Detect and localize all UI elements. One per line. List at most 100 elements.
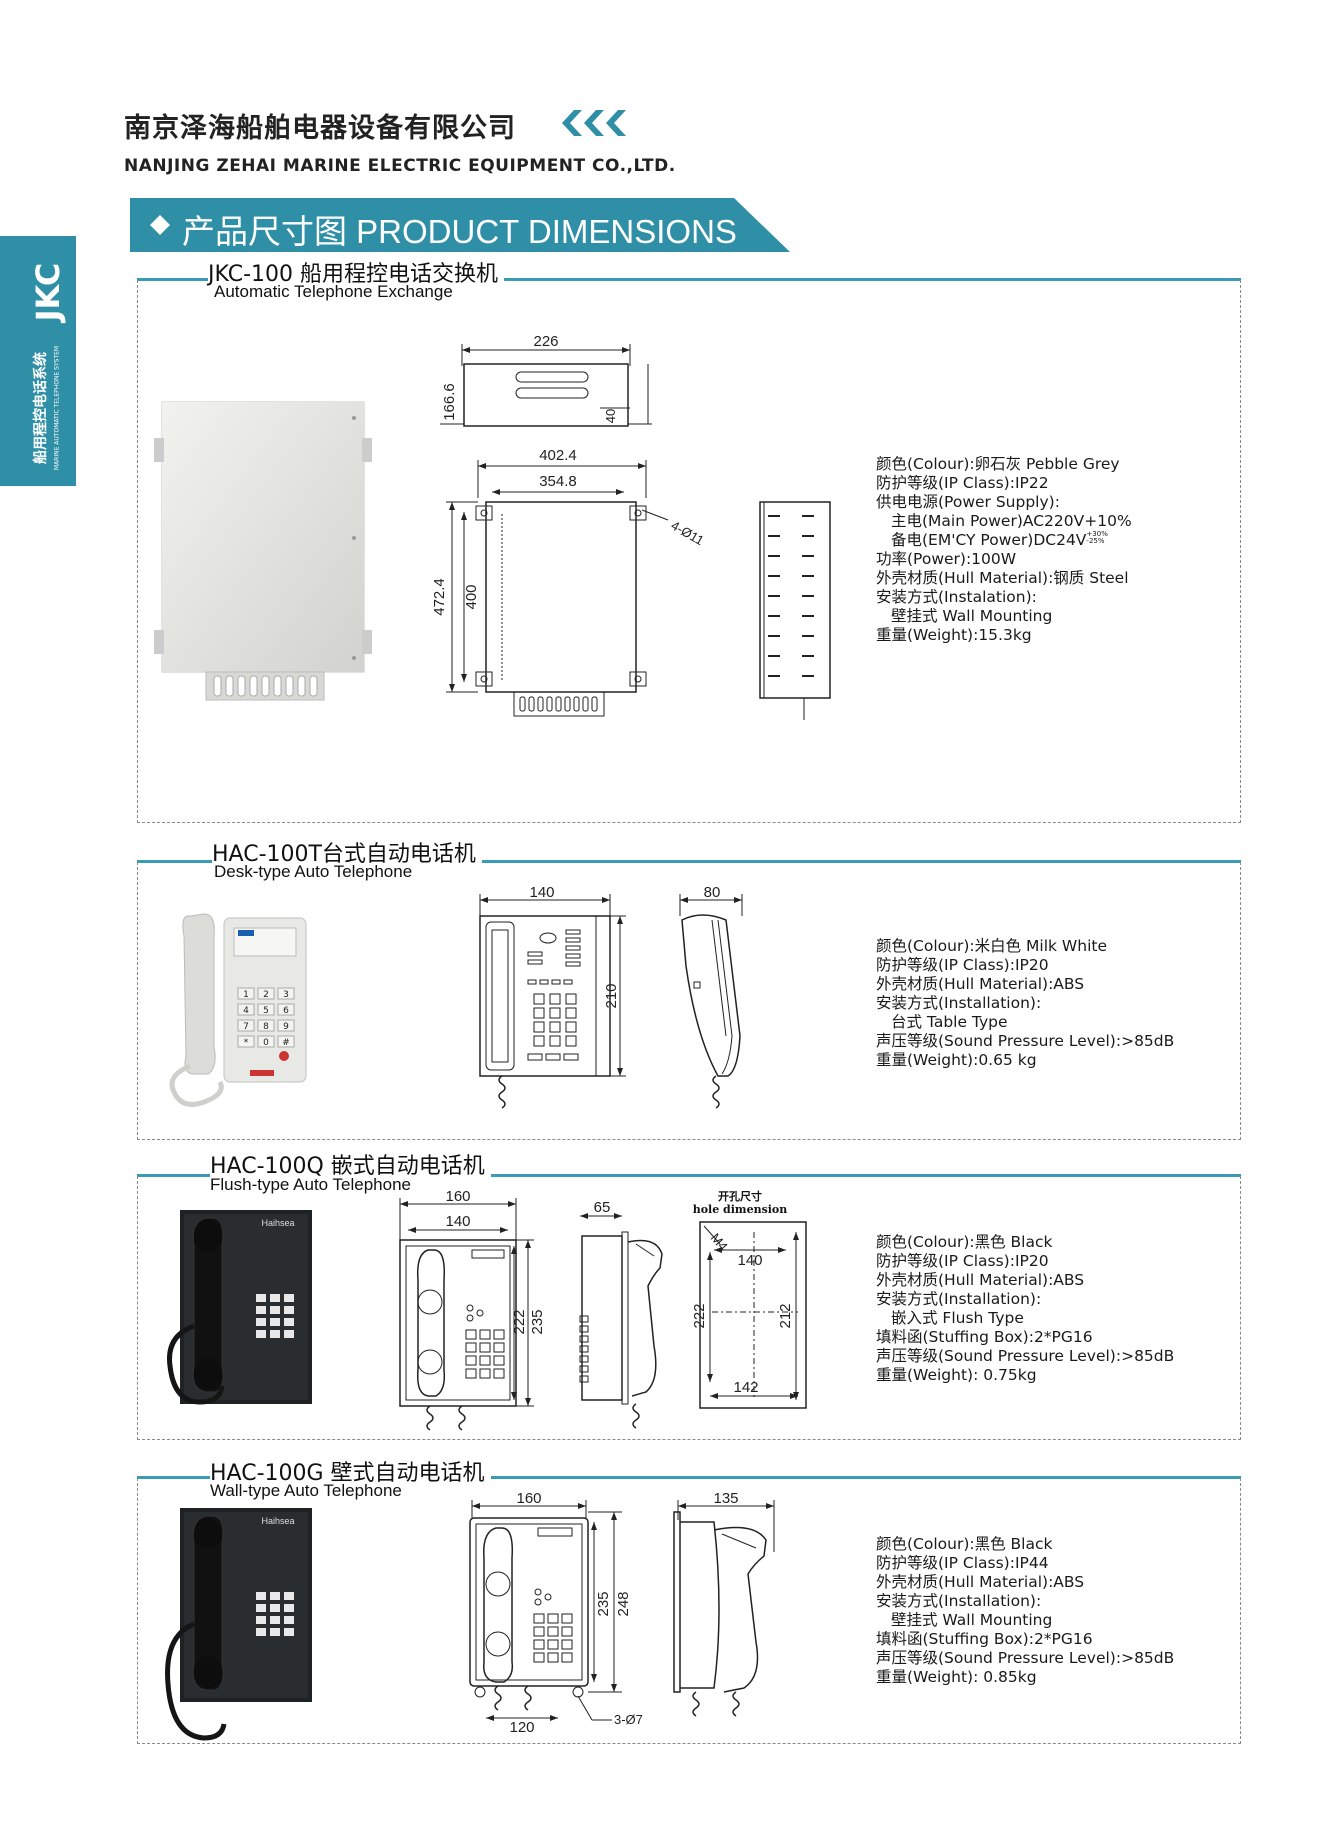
desk-phone-front-view: 140 210	[479, 884, 626, 1109]
spec-hull: 外壳材质(Hull Material):ABS	[876, 975, 1085, 993]
spec-ip: 防护等级(IP Class):IP20	[876, 1252, 1049, 1270]
section-2-title: HAC-100T台式自动电话机	[212, 836, 482, 868]
section-3-specs: 颜色(Colour):黑色 Black 防护等级(IP Class):IP20 …	[876, 1233, 1174, 1385]
section-2-line	[137, 860, 1241, 863]
dim-160: 160	[445, 1188, 470, 1205]
svg-text:0: 0	[263, 1038, 269, 1048]
wall-phone-side-view: 135	[673, 1490, 775, 1717]
flush-phone-photo: Haihsea	[167, 1210, 312, 1405]
dim-472-4: 472.4	[431, 578, 448, 616]
company-name-cn: 南京泽海船舶电器设备有限公司	[124, 113, 516, 144]
svg-text:*: *	[244, 1038, 249, 1048]
svg-text:1: 1	[243, 990, 249, 1000]
svg-text:8: 8	[263, 1022, 269, 1032]
tolerance-plus: +30%	[1086, 530, 1108, 538]
dim-235: 235	[529, 1309, 546, 1334]
spec-weight: 重量(Weight): 0.75kg	[876, 1366, 1037, 1384]
chevrons-icon	[562, 110, 626, 136]
svg-text:4: 4	[243, 1006, 249, 1016]
dim-140-b: 140	[445, 1213, 470, 1230]
dim-226: 226	[533, 333, 558, 350]
hole-label-cn: 开孔尺寸	[718, 1189, 762, 1203]
flush-phone-front-view: 160 140 222 235	[399, 1188, 546, 1431]
section-1-specs: 颜色(Colour):卵石灰 Pebble Grey 防护等级(IP Class…	[876, 455, 1132, 645]
side-tab-code: JKC	[29, 262, 67, 322]
spec-hull: 外壳材质(Hull Material):钢质 Steel	[876, 569, 1129, 587]
dim-222-b: 222	[691, 1303, 708, 1328]
exchange-front-view: 402.4 354.8 4-Ø11 472.4 400	[431, 447, 707, 717]
spec-sound: 声压等级(Sound Pressure Level):>85dB	[876, 1032, 1175, 1050]
spec-power: 功率(Power):100W	[876, 550, 1017, 568]
side-tab-cn: 船用程控电话系统	[33, 352, 49, 464]
dim-140: 140	[529, 884, 554, 901]
spec-colour: 颜色(Colour):黑色 Black	[876, 1535, 1053, 1553]
section-1-title: JKC-100 船用程控电话交换机	[208, 256, 504, 288]
section-2-subtitle: Desk-type Auto Telephone	[214, 862, 413, 881]
spec-hull: 外壳材质(Hull Material):ABS	[876, 1271, 1085, 1289]
spec-installation-type: 壁挂式 Wall Mounting	[891, 607, 1053, 625]
section-3-line	[137, 1174, 1241, 1177]
svg-text:6: 6	[283, 1006, 289, 1016]
spec-installation-type: 台式 Table Type	[891, 1013, 1008, 1031]
spec-installation: 安装方式(Instalation):	[876, 588, 1037, 606]
dim-4-holes: 4-Ø11	[669, 518, 707, 549]
section-1-line	[137, 278, 1241, 281]
section-2-frame	[137, 862, 1241, 1140]
dim-3-holes: 3-Ø7	[614, 1712, 643, 1727]
side-tab-en: MARINE AUTOMATIC TELEPHONE SYSTEM	[53, 345, 61, 471]
brand-label: Haihsea	[261, 1218, 294, 1228]
spec-colour: 颜色(Colour):黑色 Black	[876, 1233, 1053, 1251]
section-2-specs: 颜色(Colour):米白色 Milk White 防护等级(IP Class)…	[876, 937, 1174, 1070]
tolerance-minus: -25%	[1086, 537, 1105, 545]
side-tab	[0, 236, 76, 486]
svg-text:9: 9	[283, 1022, 289, 1032]
wall-phone-photo: Haihsea	[165, 1508, 312, 1741]
exchange-top-view: 226 166.6 40	[440, 333, 652, 427]
section-4-subtitle: Wall-type Auto Telephone	[210, 1481, 402, 1500]
brand-label: Haihsea	[261, 1516, 294, 1526]
flush-phone-side-view: 65	[579, 1199, 663, 1429]
dim-400: 400	[463, 584, 480, 609]
spec-stuffing-box: 填料函(Stuffing Box):2*PG16	[876, 1328, 1093, 1346]
spec-sound: 声压等级(Sound Pressure Level):>85dB	[876, 1649, 1175, 1667]
spec-installation-type: 壁挂式 Wall Mounting	[891, 1611, 1053, 1629]
svg-text:7: 7	[243, 1022, 249, 1032]
section-3-frame	[137, 1176, 1241, 1440]
section-4-line	[137, 1476, 1241, 1479]
desk-phone-side-view: 80	[679, 884, 743, 1109]
hole-label-en: hole dimension	[693, 1203, 788, 1216]
spec-hull: 外壳材质(Hull Material):ABS	[876, 1573, 1085, 1591]
company-name-en: NANJING ZEHAI MARINE ELECTRIC EQUIPMENT …	[124, 156, 676, 176]
spec-ip: 防护等级(IP Class):IP44	[876, 1554, 1049, 1572]
spec-installation: 安装方式(Installation):	[876, 1592, 1042, 1610]
dim-212: 212	[777, 1303, 794, 1328]
spec-weight: 重量(Weight):0.65 kg	[876, 1051, 1037, 1069]
dim-248: 248	[615, 1591, 632, 1616]
dim-235-w: 235	[595, 1591, 612, 1616]
spec-installation-type: 嵌入式 Flush Type	[891, 1309, 1024, 1327]
svg-text:2: 2	[263, 990, 269, 1000]
dim-160-w: 160	[516, 1490, 541, 1507]
svg-text:#: #	[282, 1038, 290, 1048]
dim-402-4: 402.4	[539, 447, 577, 464]
dim-120: 120	[509, 1719, 534, 1736]
dim-140-c: 140	[737, 1252, 762, 1269]
dim-135: 135	[713, 1490, 738, 1507]
dim-210: 210	[603, 983, 620, 1008]
exchange-product-photo	[154, 401, 372, 701]
dim-142: 142	[733, 1379, 758, 1396]
spec-stuffing-box: 填料函(Stuffing Box):2*PG16	[876, 1630, 1093, 1648]
spec-power-supply: 供电电源(Power Supply):	[876, 493, 1060, 511]
dim-222: 222	[511, 1309, 528, 1334]
dim-354-8: 354.8	[539, 473, 577, 490]
dim-166-6: 166.6	[441, 383, 458, 421]
exchange-side-view	[759, 501, 831, 720]
section-1-subtitle: Automatic Telephone Exchange	[214, 282, 453, 301]
spec-ip: 防护等级(IP Class):IP20	[876, 956, 1049, 974]
spec-emcy-power: 备电(EM'CY Power)DC24V+30%-25%	[891, 530, 1108, 550]
spec-weight: 重量(Weight): 0.85kg	[876, 1668, 1037, 1686]
banner-title: 产品尺寸图 PRODUCT DIMENSIONS	[182, 213, 737, 250]
section-3-title: HAC-100Q 嵌式自动电话机	[210, 1148, 491, 1180]
spec-ip: 防护等级(IP Class):IP22	[876, 474, 1049, 492]
